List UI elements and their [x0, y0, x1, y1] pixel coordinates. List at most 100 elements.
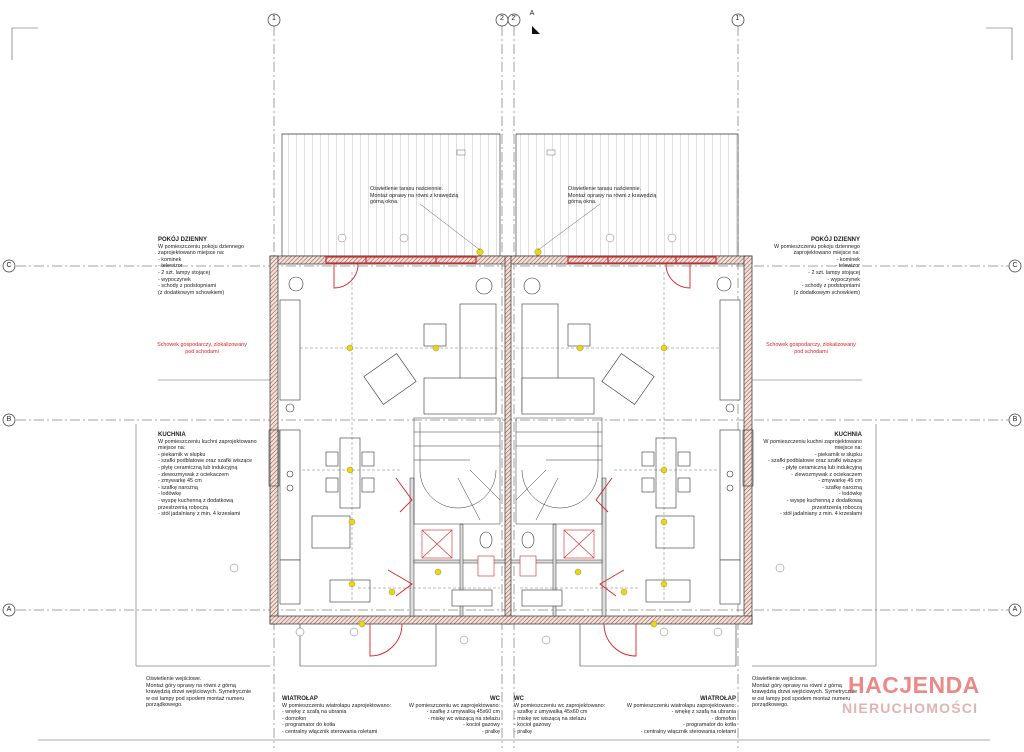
note-line: - szafkę z umywalką 45x60 cm [426, 709, 500, 716]
note-title: KUCHNIA [834, 432, 862, 438]
note-line: Oświetlenie wejściowe. [752, 676, 808, 682]
axis-label-c-right: C [1012, 262, 1018, 269]
axis-label-b-left: B [6, 416, 12, 423]
note-line: - programator do kotła [682, 722, 736, 729]
note-line: - programator do kotła [282, 722, 336, 729]
note-line: - telewizor [835, 263, 860, 270]
watermark-sub: NIERUCHOMOŚCI [842, 700, 979, 716]
note-line: W pomieszczeniu wiatrołapu zaprojektowan… [626, 702, 736, 709]
note-line: krawędzią drzwi wejściowych. Symetryczni… [752, 689, 858, 696]
north-label: A [529, 10, 535, 17]
sheet-frame [11, 27, 1013, 741]
note-line: - pralkę [482, 728, 500, 735]
axis-grid [16, 26, 1010, 748]
note-line: - płytę ceramiczną lub indukcyjną [158, 464, 238, 471]
symbol-bubbles [229, 233, 785, 645]
note-title: WIATROŁAP [700, 696, 736, 702]
note-storage-left: Schowek gospodarczy, zlokalizowany pod s… [150, 342, 254, 355]
note-line: - szafkę z umywalką 45x60 cm [514, 709, 588, 716]
note-line: Oświetlenie tarasu naściennie. [370, 186, 444, 192]
note-terrace-lamp-left: Oświetlenie tarasu naściennie. Montaż op… [370, 186, 458, 206]
note-line: W pomieszczeniu wc zaprojektowano: [514, 702, 606, 709]
note-line: - wnękę z szafą na ubrania [671, 709, 736, 716]
note-line: - wypoczynek [827, 276, 860, 283]
building-walls [135, 255, 877, 667]
note-kitchen-left: KUCHNIA W pomieszczeniu kuchni zaprojekt… [158, 432, 257, 518]
note-line: miejsce na: [158, 445, 186, 452]
axis-label-2: 2 [500, 15, 504, 22]
note-line: porządkowego. [752, 702, 789, 709]
furniture [279, 276, 741, 607]
door-swings [333, 263, 691, 657]
note-line: - domofon [282, 715, 307, 722]
note-line: - miskę wc wiszącą na stelażu [514, 715, 587, 722]
note-line: - wyspę kuchenną z dodatkową [786, 497, 862, 504]
note-living-right: POKÓJ DZIENNY W pomieszczeniu pokoju dzi… [750, 237, 860, 296]
windows [268, 256, 754, 487]
note-entry-right: Oświetlenie wejściowe. Montaż góry opraw… [752, 676, 857, 709]
note-line: (z dodatkowym schowkiem) [793, 289, 860, 296]
note-line: Montaż góry oprawy na równi z górną [146, 682, 236, 689]
axis-label-a-right: A [1012, 606, 1018, 613]
note-line: Montaż oprawy na równi z krawędzią [370, 192, 459, 199]
note-line: - lodówkę [158, 491, 182, 498]
note-line: - stół jadalniany z min. 4 krzesłami [779, 511, 862, 518]
note-line: - domofon [711, 715, 736, 722]
note-line: przestrzenią roboczą [158, 504, 209, 511]
axis-bubbles [2, 13, 1022, 617]
note-line: Montaż oprawy na równi z krawędzią [568, 192, 657, 199]
note-living-left: POKÓJ DZIENNY W pomieszczeniu pokoju dzi… [158, 237, 244, 296]
note-title: POKÓJ DZIENNY [158, 237, 208, 243]
note-line: W pomieszczeniu pokoju dziennego [773, 243, 860, 250]
note-wc-right: WC W pomieszczeniu wc zaprojektowano: - … [514, 696, 605, 736]
note-line: - lodówkę [838, 491, 862, 498]
watermark: HACJENDA NIERUCHOMOŚCI [838, 668, 1018, 748]
note-line: zaprojektowano miejsce na: [793, 250, 860, 257]
note-line: W pomieszczeniu kuchni zaprojektowano [158, 438, 257, 445]
axis-label-c-left: C [6, 262, 12, 269]
note-kitchen-right: KUCHNIA W pomieszczeniu kuchni zaprojekt… [756, 432, 862, 518]
note-line: - miskę wc wiszącą na stelażu [427, 715, 500, 722]
note-line: - szafki podblatowe oraz szafki wiszące [158, 458, 253, 465]
note-line: - zlewozmywak z ociekaczem [791, 471, 862, 478]
note-line: - schody z podstopniami [801, 283, 860, 290]
note-line: - zmywarkę 45 cm [818, 478, 862, 485]
note-title: POKÓJ DZIENNY [810, 237, 860, 243]
note-line: porządkowego. [146, 702, 183, 709]
note-line: - centralny włącznik sterowania roletami [282, 728, 378, 735]
note-line: - pralkę [514, 728, 532, 735]
note-line: - wypoczynek [158, 276, 191, 283]
note-line: W pomieszczeniu kuchni zaprojektowano [763, 438, 862, 445]
note-line: - stół jadalniany z min. 4 krzesłami [158, 511, 241, 518]
note-entry-left: Oświetlenie wejściowe. Montaż góry opraw… [146, 676, 251, 709]
note-line: - płytę ceramiczną lub indukcyjną [782, 464, 862, 471]
note-line: - piekarnik w słupku [814, 451, 862, 458]
note-line: w osi lampy pod spodem montaż numeru [146, 695, 245, 702]
note-title: WIATROŁAP [282, 696, 318, 702]
note-line: - szafki podblatowe oraz szafki wiszące [767, 458, 862, 465]
north-arrow-icon [532, 26, 540, 34]
axis-label-1-prime: 1' [735, 15, 741, 22]
staircases [413, 417, 603, 525]
note-line: krawędzią drzwi wejściowych. Symetryczni… [146, 689, 252, 696]
note-line: - wnękę z szafą na ubrania [282, 709, 347, 716]
axis-label-2-prime: 2' [511, 15, 517, 22]
note-line: w osi lampy pod spodem montaż numeru [752, 695, 851, 702]
note-line: górną okna. [568, 199, 597, 206]
note-line: W pomieszczeniu pokoju dziennego [158, 243, 245, 250]
note-line: - szafkę narożną [158, 484, 198, 491]
note-line: - telewizor [158, 263, 183, 270]
axis-label-b-right: B [1012, 416, 1018, 423]
note-line: przestrzenią roboczą [811, 504, 862, 511]
note-line: - 2 szt. lampy stojącej [808, 269, 860, 276]
note-line: Schowek gospodarczy, zlokalizowany [766, 342, 856, 348]
note-line: - wyspę kuchenną z dodatkową [158, 497, 234, 504]
note-line: - zlewozmywak z ociekaczem [158, 471, 229, 478]
note-line: - centralny włącznik sterowania roletami [640, 728, 736, 735]
note-line: (z dodatkowym schowkiem) [158, 289, 225, 296]
note-terrace-lamp-right: Oświetlenie tarasu naściennie. Montaż op… [568, 186, 656, 206]
note-line: górną okna. [370, 199, 399, 206]
note-title: WC [490, 696, 500, 702]
note-line: W pomieszczeniu wiatrołapu zaprojektowan… [282, 702, 392, 709]
